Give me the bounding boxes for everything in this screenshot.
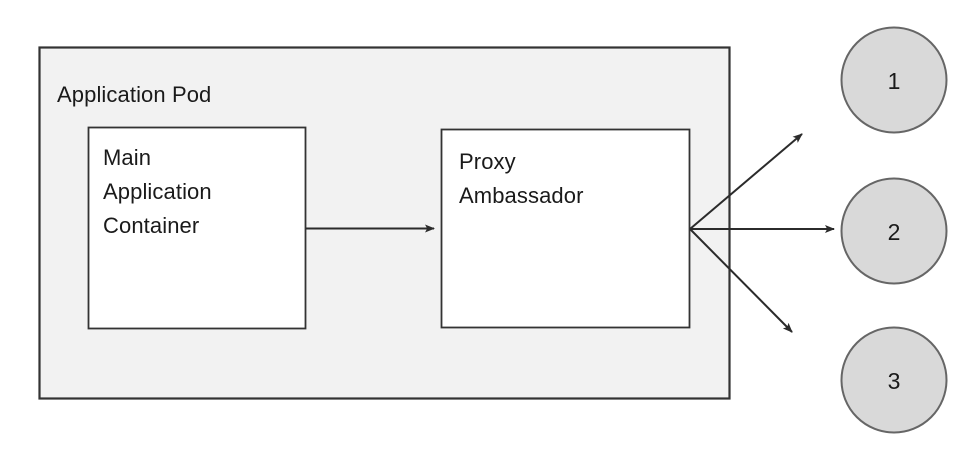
endpoint-label-1: 1: [887, 68, 901, 94]
proxy-ambassador-label: Proxy Ambassador: [459, 149, 584, 208]
main-application-container-label: Main Application Container: [103, 145, 212, 238]
proxy-ambassador-rect: [440, 128, 691, 329]
endpoint-label-3: 3: [887, 368, 901, 394]
connector-proxy-to-endpoint-3: [689, 228, 793, 333]
endpoint-circle-1: [840, 26, 948, 134]
application-pod-label: Application Pod: [57, 82, 212, 107]
main-application-container-rect: [87, 126, 307, 330]
endpoint-circle-2: [840, 177, 948, 285]
connector-proxy-to-endpoint-1: [689, 133, 803, 230]
endpoint-circle-3: [840, 326, 948, 434]
endpoint-label-2: 2: [887, 219, 901, 245]
